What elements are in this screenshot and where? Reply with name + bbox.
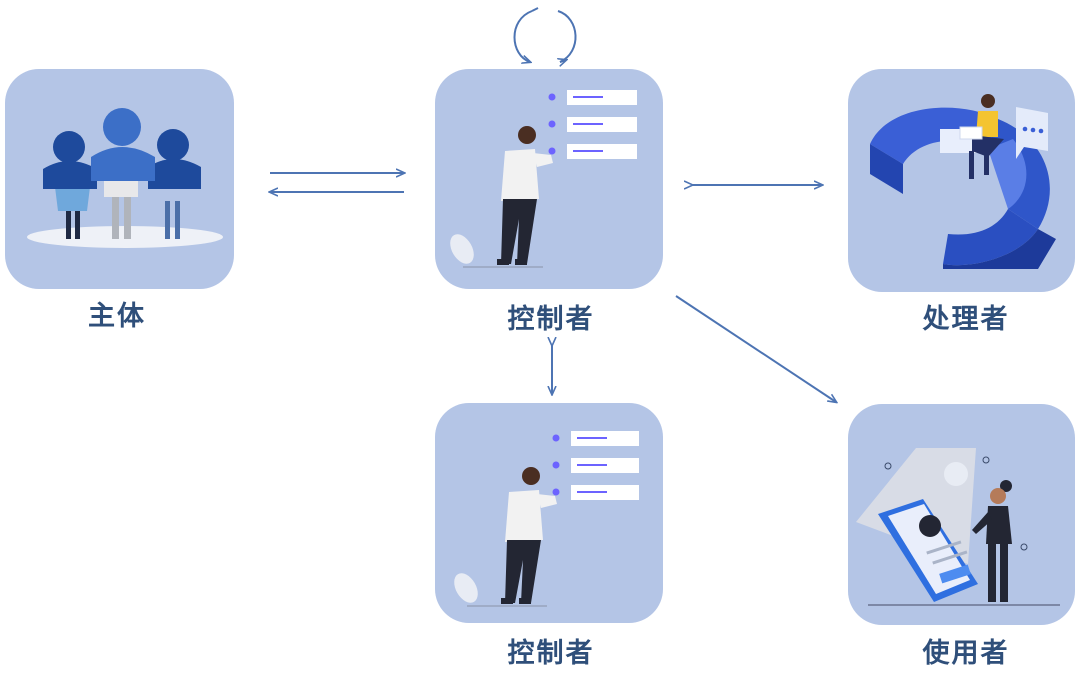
user-label: 使用者 bbox=[922, 638, 1010, 669]
person-pointing-icon bbox=[450, 126, 553, 268]
controller-label: 控制者 bbox=[507, 304, 595, 335]
user-card bbox=[848, 404, 1075, 625]
controller2-card bbox=[435, 403, 663, 623]
checklist-icon bbox=[552, 431, 639, 500]
controller-card bbox=[435, 69, 663, 289]
chat-bubble-icon bbox=[1016, 107, 1048, 159]
processor-card bbox=[848, 69, 1075, 292]
person-pointing-icon bbox=[454, 467, 557, 607]
cycle-icon bbox=[513, 7, 577, 62]
arrow-controller-to-user bbox=[675, 295, 836, 402]
checklist-icon bbox=[548, 90, 637, 159]
controller2-label: 控制者 bbox=[507, 638, 595, 669]
people-icon bbox=[43, 108, 201, 239]
profile-card-icon bbox=[856, 448, 990, 602]
subject-label: 主体 bbox=[88, 301, 146, 332]
subject-card bbox=[5, 69, 234, 289]
person-laptop-icon bbox=[940, 94, 1004, 179]
processor-label: 处理者 bbox=[922, 304, 1010, 335]
person-standing-icon bbox=[868, 480, 1060, 606]
